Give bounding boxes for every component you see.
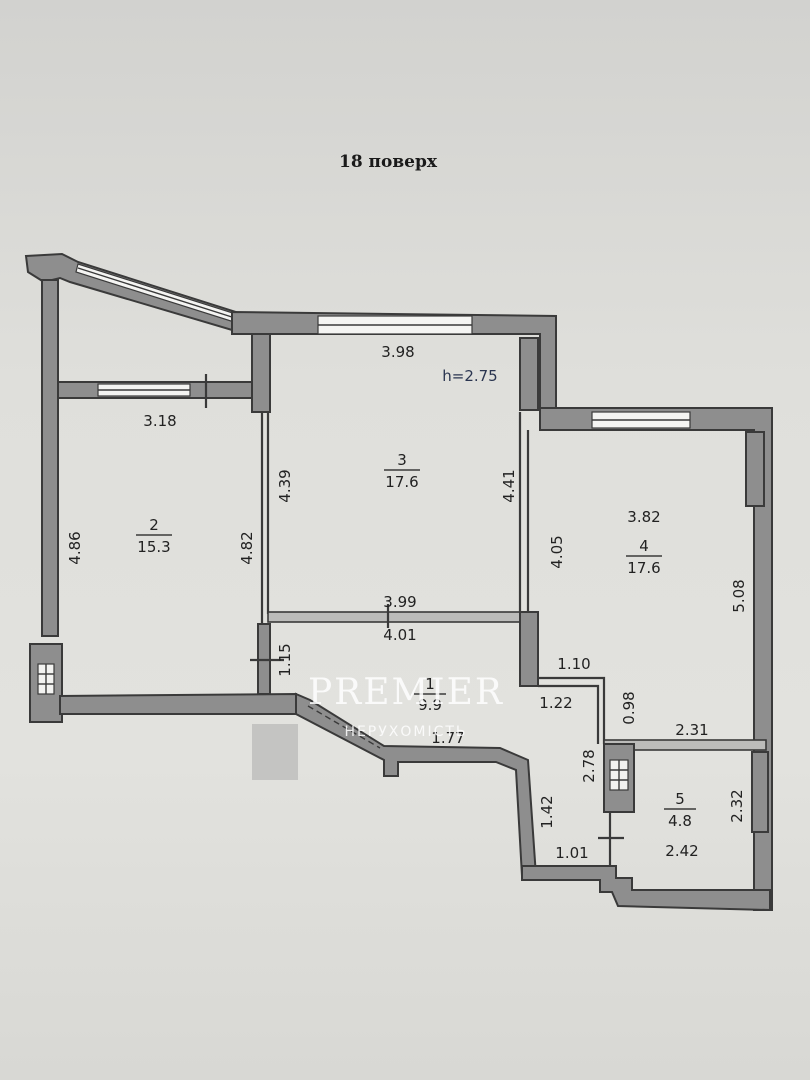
watermark-brand: PREMIER — [308, 672, 504, 713]
dim-231: 2.31 — [675, 721, 708, 739]
column-room3-right — [519, 337, 539, 411]
dim-115: 1.15 — [276, 643, 294, 676]
watermark: PREMIER НЕРУХОМІСТЬ — [308, 672, 504, 740]
column-hall-right — [519, 611, 539, 687]
dim-318: 3.18 — [143, 412, 176, 430]
dim-405: 4.05 — [548, 535, 566, 568]
dim-242: 2.42 — [665, 842, 698, 860]
room-4-label: 4 17.6 — [626, 537, 662, 577]
dim-399: 3.99 — [383, 593, 416, 611]
dim-110: 1.10 — [557, 655, 590, 673]
dim-401: 4.01 — [383, 626, 416, 644]
dim-439: 4.39 — [276, 469, 294, 502]
corridor-wall — [538, 676, 606, 744]
room-1-label: 1 9.9 — [414, 675, 446, 714]
room-area: 17.6 — [385, 473, 418, 491]
dim-482: 4.82 — [238, 531, 256, 564]
partition-3-1 — [267, 611, 521, 623]
room4-wall-pier — [745, 431, 765, 507]
floor-title: 18 поверх — [339, 152, 438, 172]
room5-wall-pier — [751, 751, 769, 833]
entrance-wall — [295, 692, 538, 877]
room-number: 1 — [425, 675, 435, 693]
dim-232: 2.32 — [728, 789, 746, 822]
dim-177: 1.77 — [431, 729, 464, 747]
dim-098: 0.98 — [620, 691, 638, 724]
blur-patch — [252, 724, 298, 780]
room-number: 3 — [397, 451, 407, 469]
left-outer-wall — [41, 279, 59, 637]
dim-508: 5.08 — [730, 579, 748, 612]
room-2-label: 2 15.3 — [136, 516, 172, 556]
dim-382: 3.82 — [627, 508, 660, 526]
room-3-label: 3 17.6 — [384, 451, 420, 491]
dim-441: 4.41 — [500, 469, 518, 502]
room-5-label: 5 4.8 — [664, 790, 696, 830]
room-number: 4 — [639, 537, 649, 555]
ceiling-height: h=2.75 — [442, 367, 497, 385]
dim-398: 3.98 — [381, 343, 414, 361]
bottom-wall-right — [521, 865, 771, 912]
room-area: 17.6 — [627, 559, 660, 577]
bottom-wall-left — [59, 692, 297, 715]
room-number: 5 — [675, 790, 685, 808]
watermark-subtitle: НЕРУХОМІСТЬ — [344, 724, 467, 740]
room-area: 15.3 — [137, 538, 170, 556]
column-room3-left — [251, 333, 271, 413]
room-area: 4.8 — [668, 812, 692, 830]
dim-122: 1.22 — [539, 694, 572, 712]
dim-142: 1.42 — [538, 795, 556, 828]
room-area: 9.9 — [418, 696, 442, 714]
dim-278: 2.78 — [580, 749, 598, 782]
dim-486: 4.86 — [66, 531, 84, 564]
room-number: 2 — [149, 516, 159, 534]
dim-101: 1.01 — [555, 844, 588, 862]
